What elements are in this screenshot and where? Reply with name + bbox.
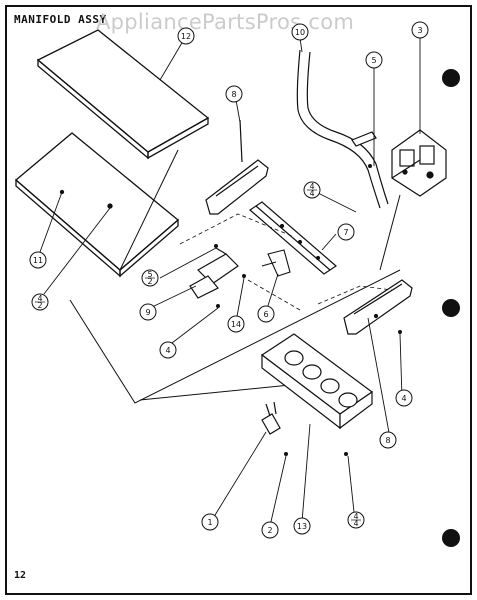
callout-2: 2 bbox=[261, 521, 279, 539]
binder-hole-middle bbox=[442, 299, 460, 317]
callout-7-label: 7 bbox=[343, 228, 348, 237]
callout-5-label: 5 bbox=[371, 56, 376, 65]
callout-7: 7 bbox=[337, 223, 355, 241]
binder-hole-bottom bbox=[442, 529, 460, 547]
watermark: AppliancePartsPros.com bbox=[96, 10, 355, 34]
callout-3: 3 bbox=[411, 21, 429, 39]
callout-4-4-bottom-num: 4 bbox=[353, 512, 358, 521]
callout-2-label: 2 bbox=[267, 526, 272, 535]
callout-4-2-left: 4 2 bbox=[31, 293, 49, 311]
screws bbox=[214, 164, 402, 456]
callout-12-label: 12 bbox=[181, 32, 191, 41]
guide-lines bbox=[69, 149, 401, 404]
callout-4-4-right-den: 4 bbox=[309, 189, 314, 198]
part-8-mid-bracket bbox=[343, 279, 413, 335]
callout-13-label: 13 bbox=[297, 522, 307, 531]
part-8-upper-bracket bbox=[205, 119, 269, 215]
part-10-gas-pipe bbox=[296, 49, 389, 209]
callout-13: 13 bbox=[293, 517, 311, 535]
binder-hole-top bbox=[442, 69, 460, 87]
callout-8-mid: 8 bbox=[379, 431, 397, 449]
callout-9: 9 bbox=[139, 303, 157, 321]
callout-5-2-num: 5 bbox=[147, 270, 152, 279]
leader-lines bbox=[39, 35, 421, 527]
callout-3-label: 3 bbox=[417, 26, 422, 35]
callout-1: 1 bbox=[201, 513, 219, 531]
callout-8-top-label: 8 bbox=[231, 90, 236, 99]
callout-4-4-bottom-den: 4 bbox=[353, 519, 358, 528]
callout-14-label: 14 bbox=[231, 320, 241, 329]
dashed-guides bbox=[179, 213, 393, 311]
callout-11-label: 11 bbox=[33, 256, 43, 265]
callout-4-4-right-num: 4 bbox=[309, 182, 314, 191]
callout-4-2-left-den: 2 bbox=[37, 301, 42, 310]
page-frame bbox=[5, 5, 472, 595]
callout-4-a: 4 bbox=[159, 341, 177, 359]
callout-4-4-bottom: 4 4 bbox=[347, 511, 365, 529]
callout-6-label: 6 bbox=[263, 310, 268, 319]
part-7-manifold bbox=[249, 201, 337, 275]
callout-8-top: 8 bbox=[225, 85, 243, 103]
page-number: 12 bbox=[14, 570, 27, 581]
callout-4-b: 4 bbox=[395, 389, 413, 407]
callout-12: 12 bbox=[177, 27, 195, 45]
callout-5-2-den: 2 bbox=[147, 277, 152, 286]
callout-5: 5 bbox=[365, 51, 383, 69]
part-12-top-panel bbox=[36, 29, 210, 160]
callout-1-label: 1 bbox=[207, 518, 212, 527]
diagram-title: MANIFOLD ASSY bbox=[14, 13, 107, 26]
callout-10: 10 bbox=[291, 23, 309, 41]
callout-5-2: 5 2 bbox=[141, 269, 159, 287]
part-6-small-bracket bbox=[261, 249, 291, 277]
part-9-igniter bbox=[189, 247, 239, 299]
callout-10-label: 10 bbox=[295, 28, 305, 37]
callout-4-b-label: 4 bbox=[401, 394, 406, 403]
callout-4-2-left-num: 4 bbox=[37, 294, 42, 303]
callout-11: 11 bbox=[29, 251, 47, 269]
callout-8-mid-label: 8 bbox=[385, 436, 390, 445]
callout-4-a-label: 4 bbox=[165, 346, 170, 355]
callout-9-label: 9 bbox=[145, 308, 150, 317]
callout-4-4-right: 4 4 bbox=[303, 181, 321, 199]
callout-6: 6 bbox=[257, 305, 275, 323]
callout-14: 14 bbox=[227, 315, 245, 333]
part-13-burner-assembly bbox=[260, 333, 374, 430]
part-1-sensor bbox=[261, 401, 281, 435]
part-3-gas-valve bbox=[391, 129, 447, 197]
